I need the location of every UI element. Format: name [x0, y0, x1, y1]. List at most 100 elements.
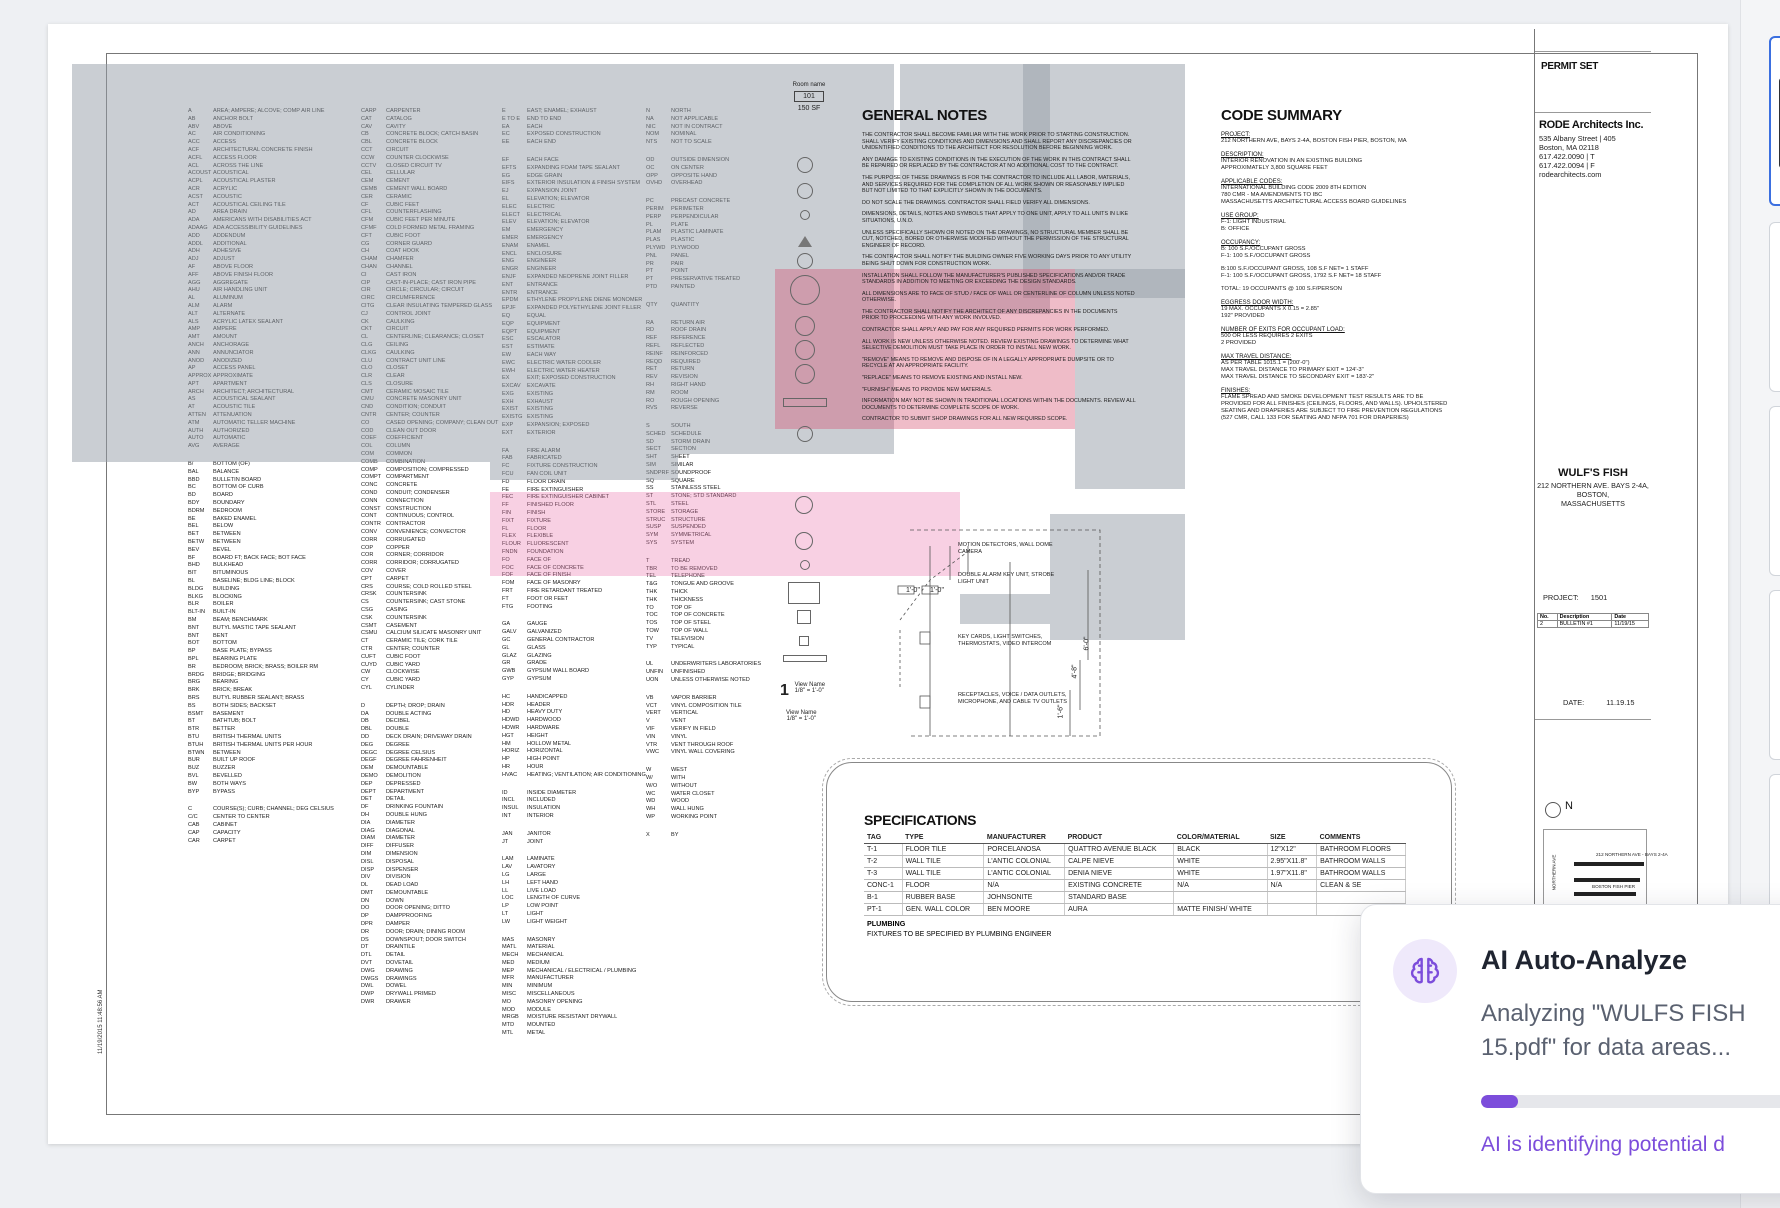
abbreviation-meaning: DRAWER — [386, 999, 411, 1006]
abbreviation-meaning: BETWEEN — [213, 531, 241, 538]
abbreviation-code: CORR — [361, 560, 378, 567]
abbreviation-row: W/WITH — [646, 775, 761, 783]
abbreviation-code: W — [646, 767, 652, 774]
abbreviation-meaning: CONVENIENCE; CONVECTOR — [386, 529, 466, 536]
abbreviation-meaning: DOUBLE — [386, 726, 410, 733]
code-summary-list: PROJECT:212 NORTHERN AVE, BAYS 2-4A, BOS… — [1221, 132, 1481, 422]
abbreviation-code: TV — [646, 635, 654, 642]
code-summary-line: F-1: 100 S.F./OCCUPANT GROSS, 1792 S.F N… — [1221, 273, 1382, 279]
abbreviation-code: BNT — [188, 624, 200, 631]
code-summary-line: 500 OR LESS REQUIRES 2 EXITS — [1221, 333, 1313, 339]
detected-area[interactable] — [678, 64, 894, 454]
abbreviation-meaning: INTERIOR — [527, 812, 554, 819]
abbreviation-code: CONT — [361, 513, 377, 520]
general-note: Contractor shall apply and pay for any r… — [862, 327, 1110, 334]
abbreviation-meaning: CERAMIC TILE; CORK TILE — [386, 638, 458, 645]
abbreviation-meaning: FINISHED FLOOR — [527, 502, 574, 509]
spec-cell: BEN MOORE — [983, 903, 1066, 916]
abbreviation-meaning: CENTER TO CENTER — [213, 814, 270, 821]
abbreviation-code: BTR — [188, 726, 200, 733]
abbreviation-code: DWG — [361, 967, 375, 974]
abbreviation-meaning: LIGHT — [527, 910, 544, 917]
abbreviation-meaning: CASEMENT — [386, 622, 418, 629]
abbreviation-meaning: TREAD — [671, 557, 690, 564]
general-note: Information may not be shown in traditio… — [862, 398, 1136, 411]
abbreviation-meaning: DOUBLE ACTING — [386, 710, 432, 717]
page-thumbnail-4[interactable] — [1769, 590, 1780, 760]
detected-area[interactable] — [855, 269, 1075, 429]
abbreviation-meaning: STAINLESS STEEL — [671, 485, 721, 492]
page-thumbnail-2[interactable] — [1769, 222, 1780, 392]
detected-area[interactable] — [490, 492, 960, 576]
detail-callout-icon — [795, 316, 815, 336]
project-number-label: PROJECT: — [1543, 593, 1579, 602]
abbreviation-code: BS — [188, 702, 196, 709]
code-summary-heading: USE GROUP: — [1221, 213, 1259, 219]
detected-area[interactable] — [72, 64, 490, 462]
abbreviation-row — [646, 757, 761, 767]
spec-cell: WALL TILE — [902, 867, 985, 880]
abbreviation-code: BUZ — [188, 765, 200, 772]
abbreviation-meaning: BEDROOM — [213, 507, 242, 514]
abbreviation-meaning: HEAVY DUTY — [527, 709, 563, 716]
abbreviation-code: DTL — [361, 952, 372, 959]
abbreviation-code: VWC — [646, 749, 660, 756]
abbreviation-code: TOS — [646, 620, 658, 627]
abbreviation-code: STORE — [646, 508, 666, 515]
code-summary-heading: MAX TRAVEL DISTANCE: — [1221, 354, 1292, 360]
spec-column-header: TYPE — [902, 832, 984, 844]
abbreviation-code: DWR — [361, 999, 375, 1006]
spec-cell: CLEAN & SE — [1316, 879, 1406, 892]
detected-area[interactable] — [1023, 64, 1185, 298]
page-thumbnail-3[interactable] — [1769, 406, 1780, 576]
abbreviation-code: BLDG — [188, 585, 204, 592]
abbreviation-code: FLEX — [502, 533, 516, 540]
abbreviation-meaning: SIMILAR — [671, 462, 694, 469]
abbreviation-code: CY — [361, 677, 369, 684]
abbreviation-meaning: DRAWINGS — [386, 975, 417, 982]
abbreviation-code: CORR — [361, 536, 378, 543]
spec-cell: CONC-1 — [864, 879, 903, 892]
detected-area[interactable] — [490, 64, 678, 480]
document-viewer[interactable]: 11/19/2015 11:48:56 AM AAREA; AMPERE; AL… — [0, 0, 1740, 1208]
abbreviation-code: CONST — [361, 505, 381, 512]
page-thumbnail-1[interactable] — [1769, 36, 1780, 206]
abbreviation-code: DEP — [361, 780, 373, 787]
detected-area[interactable] — [1075, 269, 1185, 489]
abbreviation-meaning: THICK — [671, 589, 688, 596]
plan-label-receptacles: RECEPTACLES, VOICE / DATA OUTLETS, MICRO… — [958, 692, 1067, 705]
abbreviation-code: CYL — [361, 684, 372, 691]
abbreviation-code: DD — [361, 733, 370, 740]
detected-area[interactable] — [1050, 514, 1185, 640]
abbreviation-row — [502, 821, 646, 831]
abbreviation-meaning: BLOCKING — [213, 593, 242, 600]
abbreviation-meaning: BUTYL MASTIC TAPE SEALANT — [213, 624, 297, 631]
spec-cell: BATHROOM WALLS — [1316, 855, 1406, 868]
general-note: The contractor shall notify the architec… — [862, 308, 1118, 322]
abbreviation-code: SYS — [646, 540, 658, 547]
abbreviation-meaning: INSIDE DIAMETER — [527, 789, 577, 796]
code-summary-line: (527 CMR, CALL 133 FOR SEATING AND NFPA … — [1221, 415, 1409, 421]
code-summary-line: 2 PROVIDED — [1221, 340, 1257, 346]
detected-area[interactable] — [960, 594, 1050, 624]
